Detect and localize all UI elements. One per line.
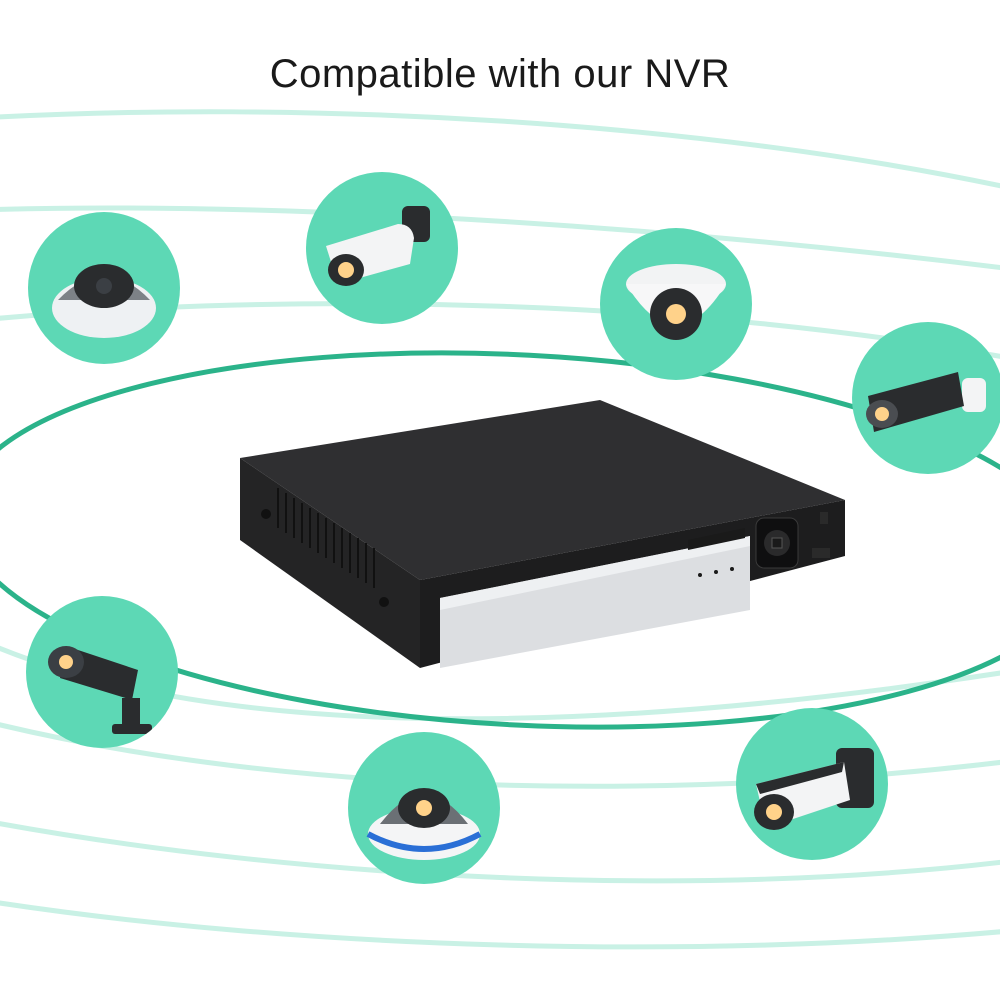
dome-camera-icon xyxy=(52,264,156,338)
device-badge xyxy=(26,596,178,748)
device-badge xyxy=(852,322,1000,474)
turret-dome-camera-icon xyxy=(626,264,726,340)
bullet-camera-icon xyxy=(866,372,986,432)
vandal-dome-camera-icon xyxy=(366,788,482,860)
device-badge xyxy=(28,212,180,364)
device-badge xyxy=(306,172,458,324)
device-badge xyxy=(736,708,888,860)
device-badge xyxy=(348,732,500,884)
bullet-camera-icon xyxy=(48,646,152,734)
device-badge xyxy=(600,228,752,380)
bullet-camera-icon xyxy=(326,206,430,286)
title: Compatible with our NVR xyxy=(269,52,731,96)
nvr-recorder xyxy=(240,400,845,668)
bullet-camera-icon xyxy=(754,748,874,830)
